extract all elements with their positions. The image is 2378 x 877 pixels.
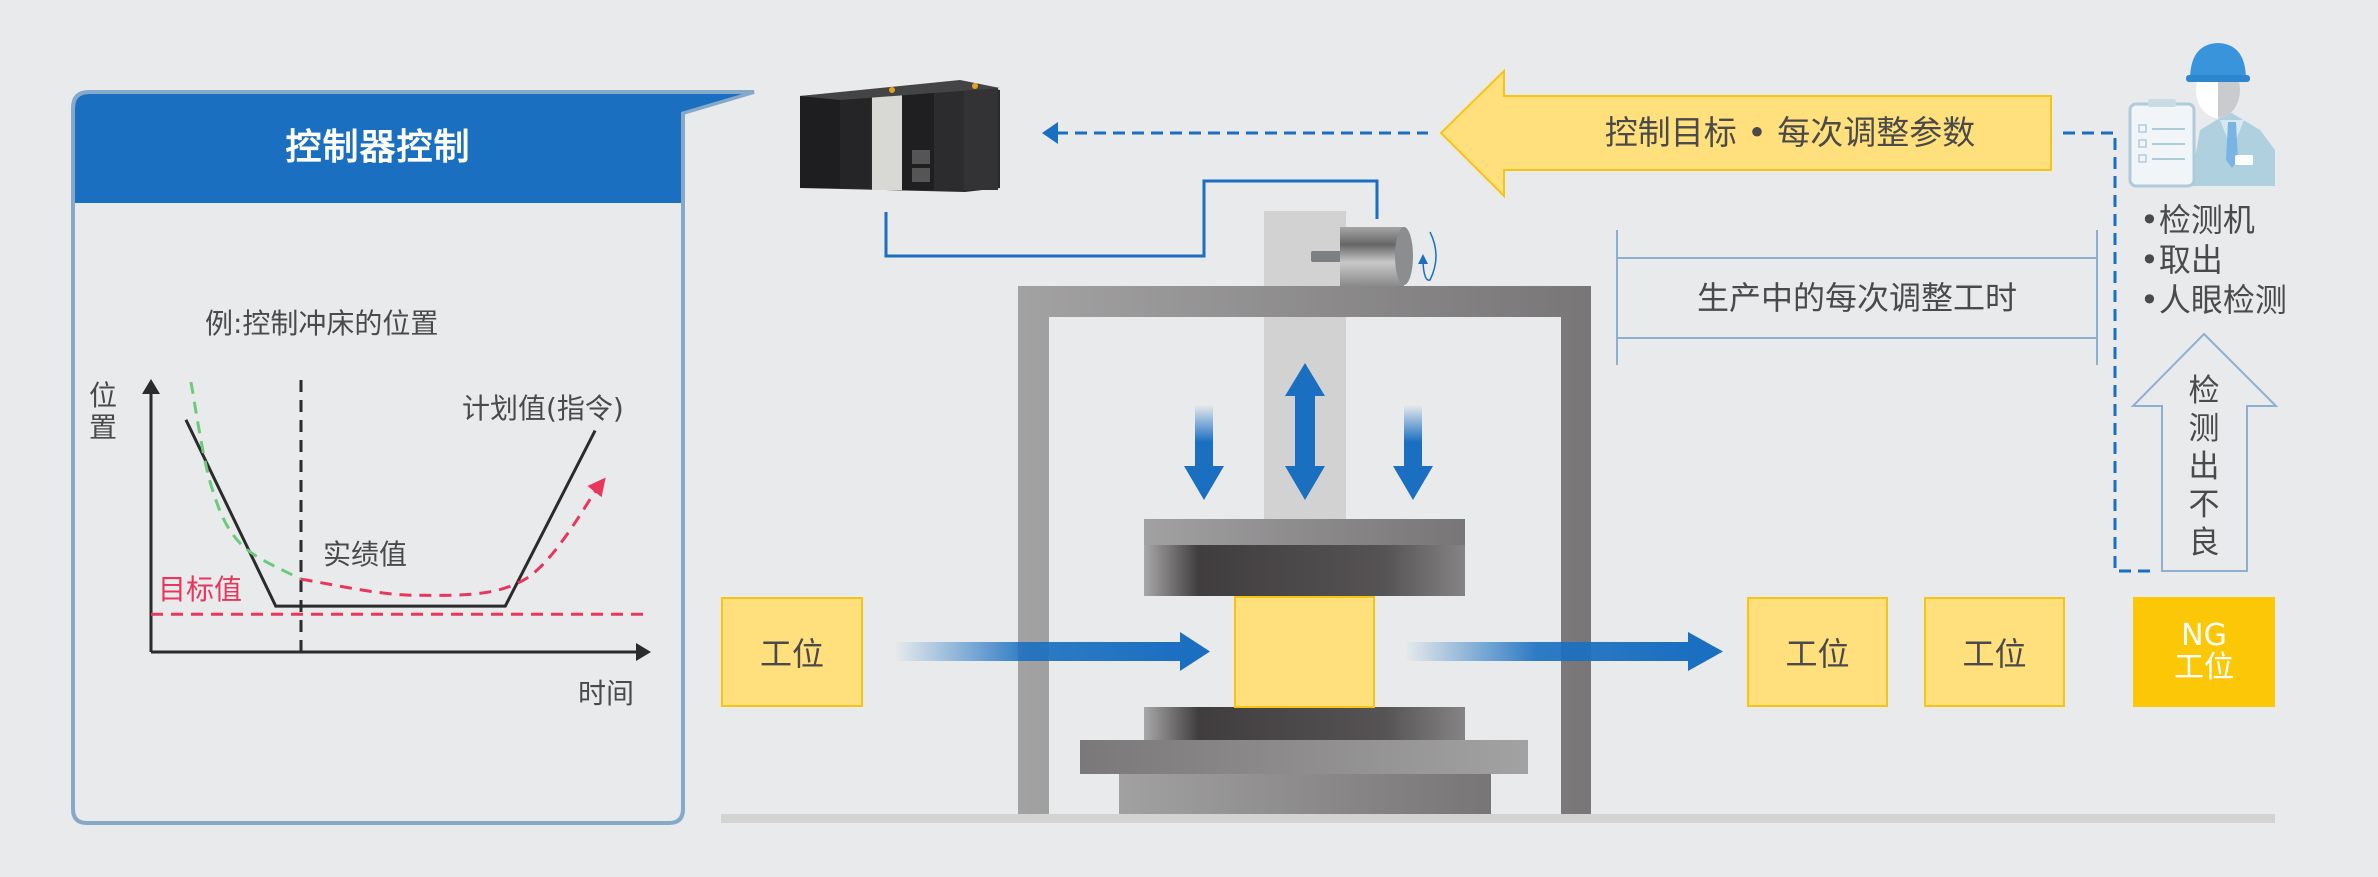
inspection-methods-list: •检测机 •取出 •人眼检测: [2140, 200, 2287, 320]
upper-die: [1144, 545, 1465, 596]
bolster-plate: [1080, 740, 1528, 774]
inspection-method-item: •检测机: [2140, 201, 2255, 239]
detect-defect-label: 检测出不良: [2188, 373, 2220, 561]
station-box: 工位: [1924, 597, 2065, 707]
ng-station-line2: 工位: [2174, 650, 2234, 685]
station-box: 工位: [1747, 597, 1888, 707]
panel-header: [75, 94, 742, 203]
chart-caption: 例:控制冲床的位置: [205, 307, 439, 340]
lower-die: [1144, 707, 1465, 740]
inspection-method-item: •人眼检测: [2140, 281, 2287, 319]
ng-station-line1: NG: [2181, 618, 2227, 653]
ram-updown-arrow-icon: [1285, 363, 1325, 500]
inspection-dashed-line: [2063, 131, 2150, 573]
servo-motor-shaft: [1311, 251, 1341, 262]
x-axis-arrow-icon: [636, 643, 651, 661]
rotation-arrowhead: [1418, 254, 1428, 264]
floor-line: [721, 814, 2275, 823]
y-axis-label: 位置: [88, 379, 117, 444]
position-chart: [142, 379, 651, 661]
press-down-arrow-left: [1184, 405, 1224, 500]
controller-panel: [71, 90, 755, 825]
feedback-arrowhead-icon: [1042, 122, 1058, 144]
feedback-arrow-shape: [1439, 68, 2052, 199]
servo-motor-icon: [1340, 227, 1404, 286]
inspector-worker-icon: [2128, 43, 2275, 188]
series-line-1: [189, 381, 302, 581]
actual-value-label: 实绩值: [323, 538, 408, 571]
inspection-method-item: •取出: [2140, 241, 2223, 279]
plan-value-label: 计划值(指令): [462, 392, 624, 425]
servo-motor-face: [1395, 227, 1413, 285]
plc-controller-icon: [800, 80, 1000, 192]
press-base: [1119, 774, 1491, 814]
ng-station-box: NG 工位: [2133, 597, 2275, 707]
feedback-arrow-label: 控制目标 • 每次调整参数: [1604, 113, 1976, 152]
adjust-time-label: 生产中的每次调整工时: [1696, 279, 2017, 317]
control-wire: [884, 179, 1379, 258]
rotation-arrow-icon: [1422, 231, 1437, 281]
flow-arrow-in: [895, 632, 1210, 671]
series-line-0: [184, 419, 597, 608]
x-axis-label: 时间: [578, 677, 635, 710]
y-axis-arrow-icon: [142, 379, 160, 394]
panel-title: 控制器控制: [285, 126, 471, 168]
flow-arrow-out: [1405, 632, 1723, 671]
upper-plate: [1144, 519, 1465, 545]
press-down-arrow-right: [1393, 405, 1433, 500]
panel-body: [71, 90, 755, 825]
press-machine: [1018, 211, 1591, 814]
station-box: 工位: [721, 597, 863, 707]
workpiece: [1234, 596, 1375, 708]
adjust-time-bracket: [1616, 230, 2098, 365]
detect-up-arrow: [2130, 332, 2279, 572]
target-value-label: 目标值: [158, 573, 243, 606]
